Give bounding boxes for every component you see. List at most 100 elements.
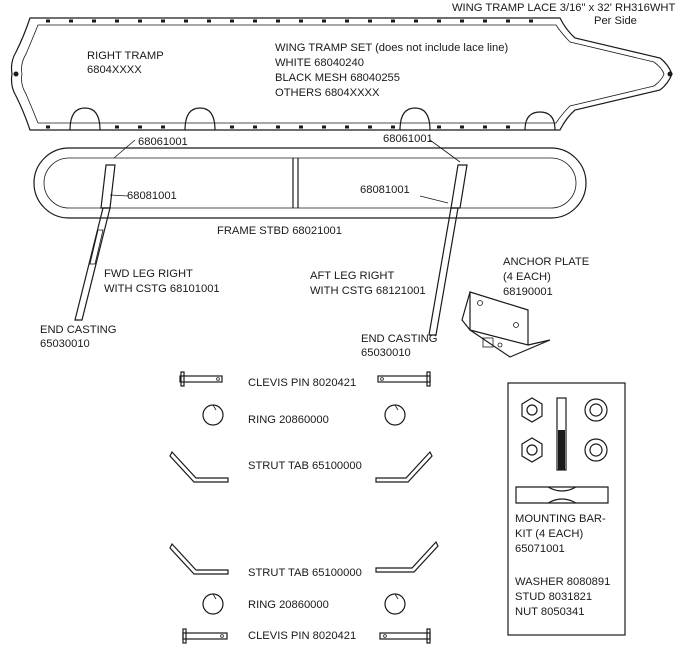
lace-per-side: Per Side xyxy=(594,15,637,27)
aft-leg-cstg: WITH CSTG 68121001 xyxy=(310,285,426,297)
wing-tramp-panel xyxy=(10,17,673,131)
frame-pn-right-top: 68061001 xyxy=(383,133,433,145)
grommet-icon xyxy=(115,19,119,23)
anchor-plate-pn: 68190001 xyxy=(503,286,553,298)
lace-title: WING TRAMP LACE 3/16" x 32' RH316WHT xyxy=(452,2,676,14)
grommet-icon xyxy=(483,125,487,129)
mounting-bar-label-1: MOUNTING BAR- xyxy=(515,513,606,525)
grommet-icon xyxy=(460,19,464,23)
right-tramp-label: RIGHT TRAMP xyxy=(87,50,164,62)
clevis-pin-bottom-right xyxy=(379,628,431,644)
tramp-black: BLACK MESH 68040255 xyxy=(275,72,401,84)
grommet-icon xyxy=(92,19,96,23)
strut-tab-bottom-label: STRUT TAB 65100000 xyxy=(248,567,362,579)
nut-icon xyxy=(521,437,543,463)
mounting-bar-pn: 65071001 xyxy=(515,543,565,555)
end-casting-left-pn: 65030010 xyxy=(40,338,90,350)
ring-top-label: RING 20860000 xyxy=(248,414,329,426)
grommet-icon xyxy=(115,125,119,129)
grommet-icon xyxy=(161,19,165,23)
aft-leg-label: AFT LEG RIGHT xyxy=(310,270,395,282)
grommet-icon xyxy=(391,125,395,129)
ring-top-right xyxy=(384,404,406,426)
frame-stbd-label: FRAME STBD 68021001 xyxy=(217,225,342,237)
grommet-icon xyxy=(253,125,257,129)
grommet-icon xyxy=(253,19,257,23)
grommet-icon xyxy=(230,19,234,23)
anchor-plate xyxy=(461,291,551,358)
clevis-pin-bottom-label: CLEVIS PIN 8020421 xyxy=(248,630,357,642)
grommet-icon xyxy=(345,19,349,23)
ring-bottom-right xyxy=(384,593,406,615)
grommet-icon xyxy=(161,125,165,129)
frame-pn-left-inner: 68081001 xyxy=(127,190,177,202)
tramp-right-tip-icon xyxy=(667,71,673,77)
grommet-icon xyxy=(46,19,50,23)
strut-tab-top-right xyxy=(375,450,433,483)
clevis-pin-top-right xyxy=(377,371,431,387)
grommet-icon xyxy=(276,125,280,129)
tramp-left-tip-icon xyxy=(13,71,19,77)
grommet-icon xyxy=(299,19,303,23)
fwd-leg-label: FWD LEG RIGHT xyxy=(104,268,193,280)
grommet-icon xyxy=(322,125,326,129)
tramp-grommets xyxy=(46,19,533,129)
grommet-icon xyxy=(437,19,441,23)
clevis-pin-bottom-left xyxy=(182,628,228,644)
ring-bottom-left xyxy=(202,593,224,615)
anchor-plate-label: ANCHOR PLATE xyxy=(503,256,590,268)
grommet-icon xyxy=(506,125,510,129)
tramp-others: OTHERS 6804XXXX xyxy=(275,87,380,99)
mounting-bar-icon xyxy=(515,486,609,504)
grommet-icon xyxy=(138,19,142,23)
grommet-icon xyxy=(368,125,372,129)
frame-stbd xyxy=(33,147,587,219)
grommet-icon xyxy=(276,19,280,23)
grommet-icon xyxy=(207,19,211,23)
washer-label: WASHER 8080891 xyxy=(515,576,611,588)
frame-pn-right-inner: 68081001 xyxy=(360,184,410,196)
tramp-set-label: WING TRAMP SET (does not include lace li… xyxy=(275,42,509,54)
grommet-icon xyxy=(138,125,142,129)
grommet-icon xyxy=(368,19,372,23)
frame-pn-left-top: 68061001 xyxy=(138,136,188,148)
stud-icon xyxy=(556,397,567,471)
clevis-pin-top-label: CLEVIS PIN 8020421 xyxy=(248,377,357,389)
grommet-icon xyxy=(322,19,326,23)
ring-bottom-label: RING 20860000 xyxy=(248,599,329,611)
anchor-plate-each: (4 EACH) xyxy=(503,271,551,283)
strut-tab-bottom-right xyxy=(375,540,439,573)
aft-leg xyxy=(419,139,468,336)
end-casting-right: END CASTING xyxy=(361,333,438,345)
grommet-icon xyxy=(345,125,349,129)
grommet-icon xyxy=(46,125,50,129)
strut-tab-bottom-left xyxy=(169,542,229,575)
fwd-leg-cstg: WITH CSTG 68101001 xyxy=(104,283,220,295)
mounting-kit-box xyxy=(507,382,626,636)
tramp-white: WHITE 68040240 xyxy=(275,57,364,69)
stud-label: STUD 8031821 xyxy=(515,591,593,603)
grommet-icon xyxy=(460,125,464,129)
mounting-bar-label-2: KIT (4 EACH) xyxy=(515,528,584,540)
grommet-icon xyxy=(230,125,234,129)
grommet-icon xyxy=(506,19,510,23)
ring-top-left xyxy=(202,404,224,426)
end-casting-left: END CASTING xyxy=(40,324,117,336)
strut-tab-top-left xyxy=(169,450,229,483)
grommet-icon xyxy=(414,19,418,23)
grommet-icon xyxy=(184,19,188,23)
washer-icon xyxy=(584,398,608,422)
grommet-icon xyxy=(529,19,533,23)
end-casting-right-pn: 65030010 xyxy=(361,347,411,359)
grommet-icon xyxy=(391,19,395,23)
grommet-icon xyxy=(69,19,73,23)
strut-tab-top-label: STRUT TAB 65100000 xyxy=(248,460,362,472)
nut-label: NUT 8050341 xyxy=(515,606,585,618)
fwd-leg xyxy=(74,139,136,321)
grommet-icon xyxy=(299,125,303,129)
grommet-icon xyxy=(483,19,487,23)
right-tramp-pn: 6804XXXX xyxy=(87,64,142,76)
nut-icon xyxy=(521,397,543,423)
clevis-pin-top-left xyxy=(179,371,223,387)
